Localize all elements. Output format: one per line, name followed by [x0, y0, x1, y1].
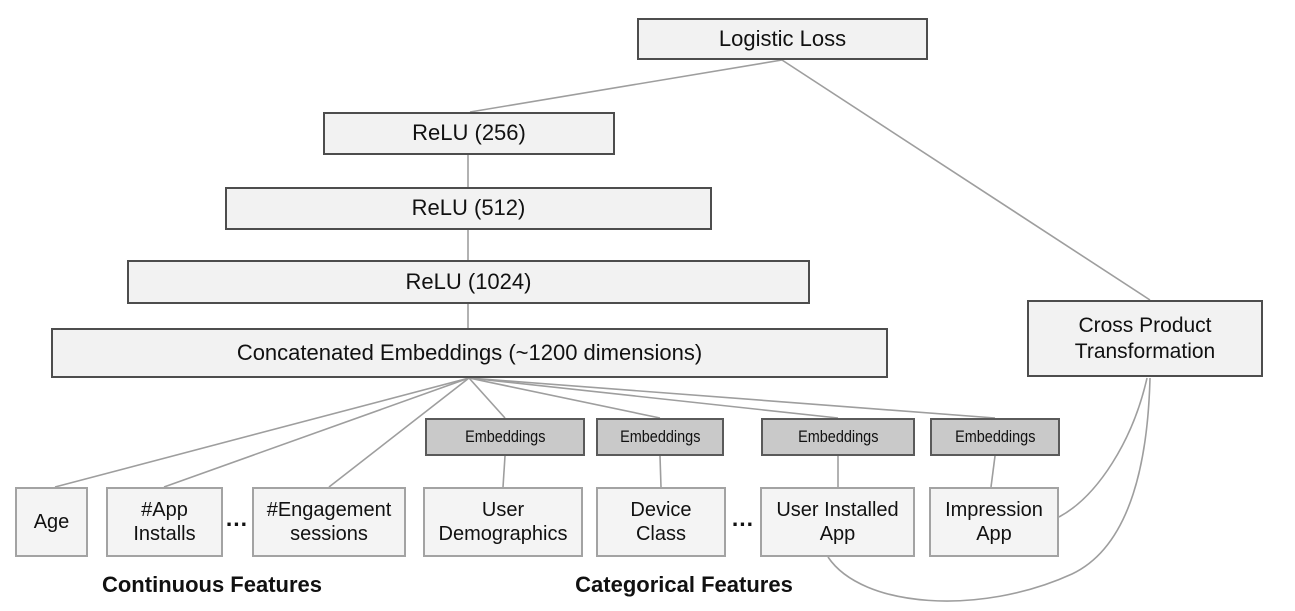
- node-relu-256: ReLU (256): [323, 112, 615, 155]
- node-impression-app: Impression App: [929, 487, 1059, 557]
- node-label: Embeddings: [954, 426, 1036, 446]
- node-embeddings-4: Embeddings: [930, 418, 1060, 456]
- node-label: Embeddings: [464, 426, 546, 446]
- edge-concat-app-installs: [163, 377, 470, 488]
- label-categorical-features: Categorical Features: [575, 572, 793, 597]
- node-relu-1024: ReLU (1024): [127, 260, 810, 304]
- node-cross-product-transformation: Cross Product Transformation: [1027, 300, 1263, 377]
- edge-embed2-device-class: [659, 455, 662, 488]
- node-label: Embeddings: [619, 426, 701, 446]
- edge-embed4-impression-app: [990, 455, 996, 488]
- edge-concat-embed3: [468, 377, 839, 419]
- ellipsis-categorical: ...: [731, 505, 755, 531]
- node-embeddings-1: Embeddings: [425, 418, 585, 456]
- edge-concat-age: [54, 377, 470, 488]
- node-label: Embeddings: [797, 426, 879, 446]
- edge-concat-embed2: [468, 377, 661, 419]
- edge-concat-embed1: [468, 377, 506, 419]
- node-engagement-sessions: #Engagement sessions: [252, 487, 406, 557]
- node-embeddings-2: Embeddings: [596, 418, 724, 456]
- node-embeddings-3: Embeddings: [761, 418, 915, 456]
- edge-impression-app-to-cross-product: [1058, 377, 1148, 518]
- edge-loss-to-cross-product: [781, 59, 1151, 301]
- edge-embed1-user-demographics: [502, 455, 506, 488]
- label-continuous-features: Continuous Features: [101, 572, 322, 597]
- edge-loss-to-relu256: [469, 59, 783, 113]
- edge-user-installed-app-to-cross-product: [827, 377, 1151, 602]
- node-user-demographics: User Demographics: [423, 487, 583, 557]
- node-app-installs: #App Installs: [106, 487, 223, 557]
- node-age: Age: [15, 487, 88, 557]
- edge-concat-embed4: [468, 377, 996, 419]
- node-logistic-loss: Logistic Loss: [637, 18, 928, 60]
- ellipsis-continuous: ...: [225, 505, 249, 531]
- node-device-class: Device Class: [596, 487, 726, 557]
- node-concatenated-embeddings: Concatenated Embeddings (~1200 dimension…: [51, 328, 888, 378]
- node-user-installed-app: User Installed App: [760, 487, 915, 557]
- edge-concat-engagement: [328, 377, 470, 488]
- node-relu-512: ReLU (512): [225, 187, 712, 230]
